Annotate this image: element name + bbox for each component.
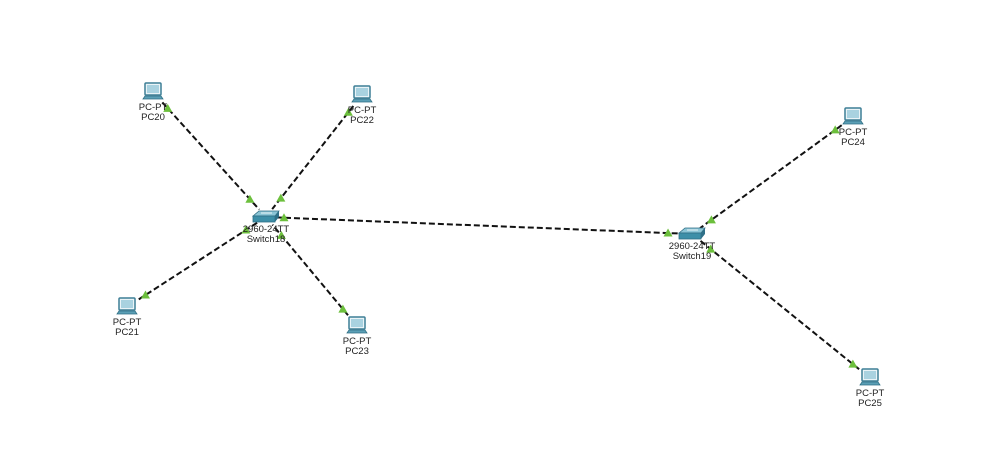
pc-icon (116, 297, 138, 315)
devices-layer: PC-PTPC20PC-PTPC22PC-PTPC21PC-PTPC23PC-P… (113, 82, 885, 409)
pc-icon (842, 107, 864, 125)
device-name-label: PC25 (858, 398, 882, 409)
link-pc25-switch19[interactable] (699, 239, 860, 370)
link-pc21-switch18[interactable] (138, 221, 259, 301)
port-status-up-icon (140, 290, 150, 299)
ethernet-cable[interactable] (138, 221, 259, 301)
device-name-label: Switch18 (247, 234, 286, 245)
device-model-label: PC-PT (113, 317, 142, 328)
port-status-up-icon (848, 359, 858, 368)
ethernet-cable[interactable] (161, 101, 261, 211)
pc-icon (859, 368, 881, 386)
device-model-label: PC-PT (139, 102, 168, 113)
device-name-label: PC23 (345, 346, 369, 357)
switch-icon (251, 210, 280, 223)
links-layer (138, 101, 860, 370)
link-pc20-switch18[interactable] (161, 101, 261, 211)
switch-icon (677, 227, 706, 240)
ethernet-cable[interactable] (699, 239, 860, 370)
link-pc23-switch18[interactable] (271, 224, 349, 316)
link-pc22-switch18[interactable] (271, 105, 355, 210)
port-status-up-icon (830, 125, 840, 134)
link-pc24-switch19[interactable] (699, 124, 843, 229)
device-model-label: PC-PT (839, 127, 868, 138)
port-status-up-icon (706, 244, 716, 253)
pc-icon (142, 82, 164, 100)
port-status-up-icon (343, 107, 353, 116)
link-switch18-switch19[interactable] (275, 213, 683, 237)
device-name-label: PC22 (350, 115, 374, 126)
ethernet-cable[interactable] (275, 216, 683, 235)
device-name-label: PC20 (141, 112, 165, 123)
device-model-label: PC-PT (856, 388, 885, 399)
pc-icon (351, 85, 373, 103)
device-model-label: 2960-24TT (669, 241, 716, 252)
device-name-label: PC21 (115, 327, 139, 338)
port-status-up-icon (276, 193, 286, 202)
port-status-up-icon (241, 225, 251, 234)
port-status-up-icon (706, 215, 716, 224)
device-name-label: PC24 (841, 137, 865, 148)
device-model-label: 2960-24TT (243, 224, 290, 235)
ethernet-cable[interactable] (271, 224, 349, 316)
ethernet-cable[interactable] (271, 105, 355, 210)
port-status-up-icon (163, 103, 173, 112)
port-status-up-icon (663, 228, 673, 237)
port-status-up-icon (279, 213, 289, 222)
port-status-up-icon (245, 194, 255, 203)
pc-icon (346, 316, 368, 334)
port-status-up-icon (338, 304, 348, 313)
device-model-label: PC-PT (348, 105, 377, 116)
device-model-label: PC-PT (343, 336, 372, 347)
port-status-up-icon (276, 230, 286, 239)
ethernet-cable[interactable] (699, 124, 843, 229)
device-name-label: Switch19 (673, 251, 712, 262)
